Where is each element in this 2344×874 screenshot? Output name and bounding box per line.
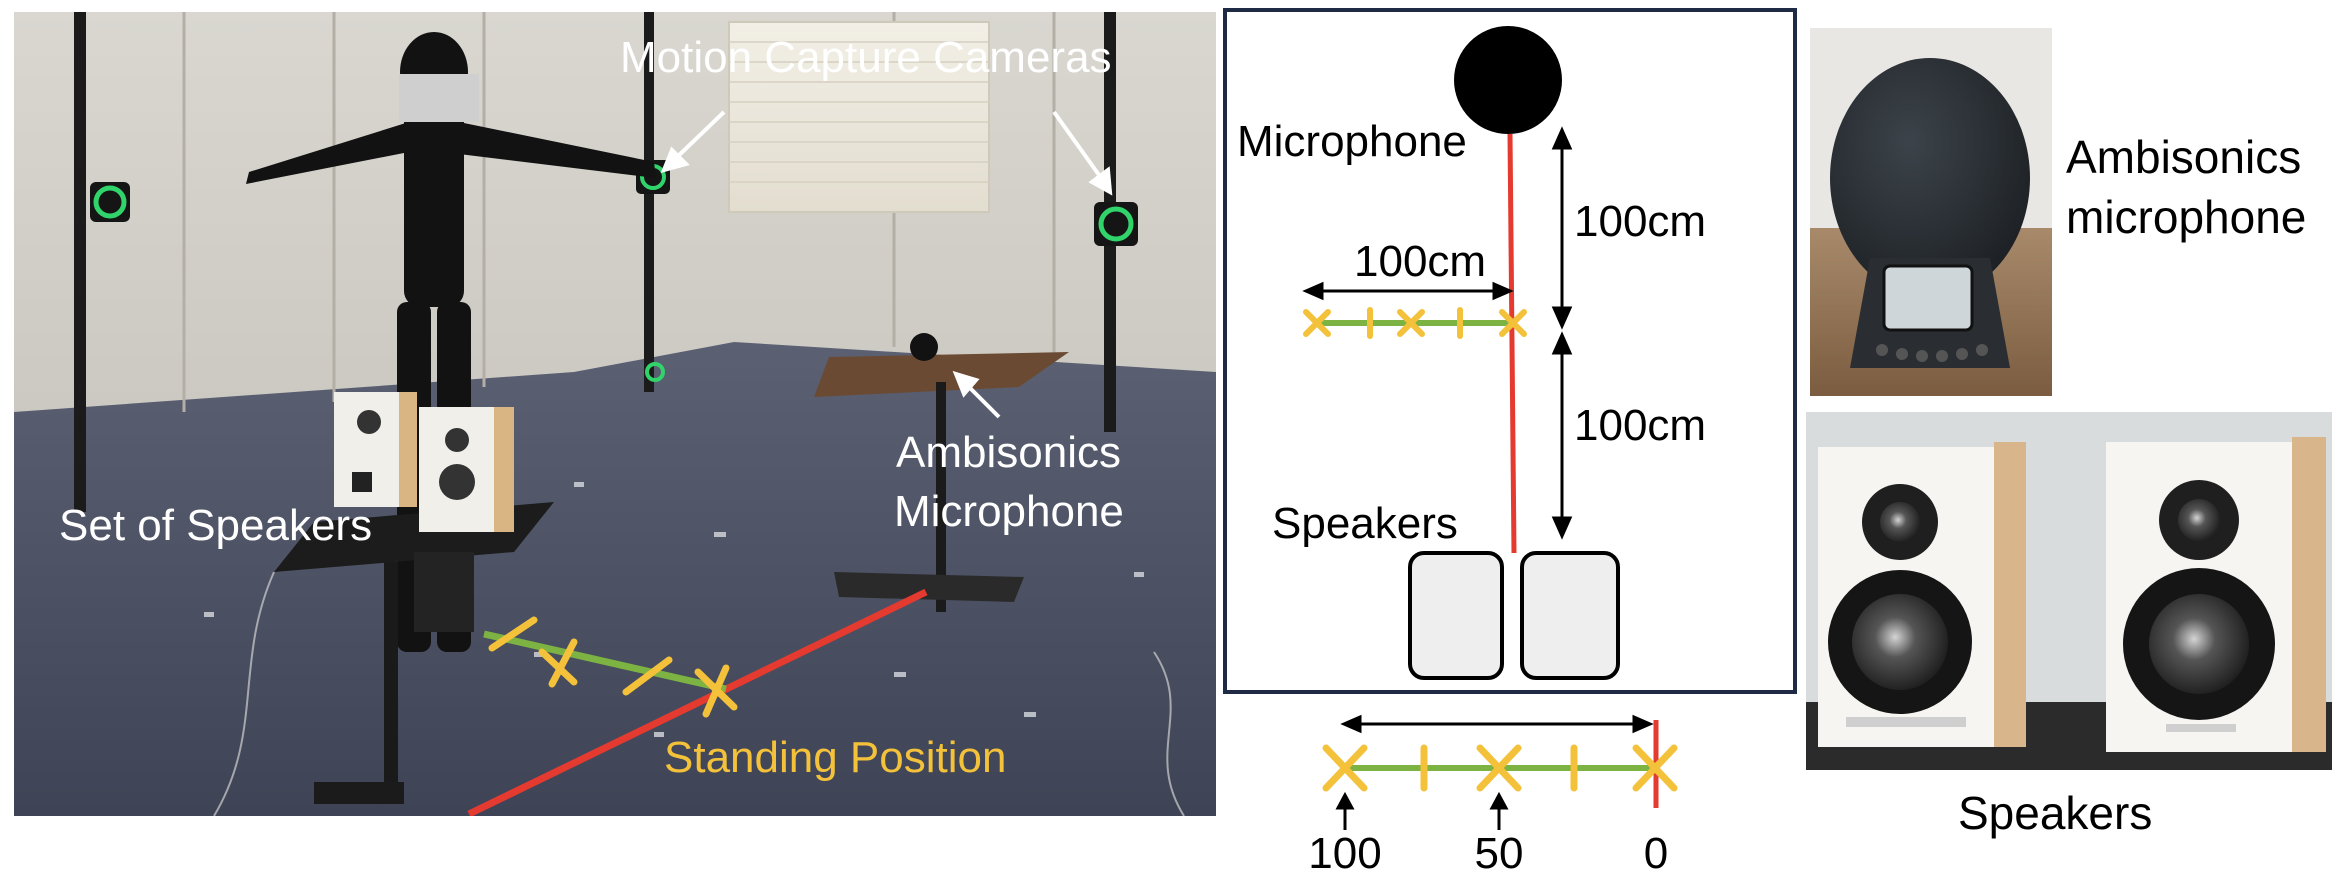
vertical-distance-arrow-lower bbox=[1551, 331, 1573, 540]
scale-tick-arrows bbox=[1335, 791, 1509, 830]
schematic-speakers-label: Speakers bbox=[1272, 499, 1458, 548]
dist-horizontal-label: 100cm bbox=[1354, 237, 1486, 286]
dist-lower-label: 100cm bbox=[1574, 401, 1706, 450]
window-blinds bbox=[728, 21, 990, 213]
room-photo: Motion Capture Cameras Ambisonics Microp… bbox=[14, 12, 1216, 816]
speaker-right-photo bbox=[419, 407, 514, 532]
dist-upper-label: 100cm bbox=[1574, 197, 1706, 246]
face-blur-box bbox=[399, 74, 479, 122]
label-standing-position: Standing Position bbox=[664, 733, 1006, 782]
red-reference-line bbox=[467, 588, 928, 816]
mic-photo-svg bbox=[1810, 28, 2052, 396]
annotation-arrows bbox=[660, 110, 1113, 419]
scale-tick-0: 0 bbox=[1644, 829, 1668, 874]
mic-buttons bbox=[1876, 344, 1988, 362]
motion-capture-camera-1 bbox=[90, 182, 130, 222]
schematic-svg: Microphone 100cm 100cm 100cm bbox=[1223, 8, 1797, 874]
schematic-markers bbox=[1303, 307, 1527, 339]
vertical-distance-arrow-upper bbox=[1551, 126, 1573, 330]
right-mic-label-line1: Ambisonics bbox=[2066, 131, 2302, 183]
mic-foam-ball bbox=[1830, 58, 2030, 298]
photo-speaker-right bbox=[2106, 437, 2326, 752]
floor bbox=[14, 342, 1216, 816]
scale-tick-100: 100 bbox=[1308, 829, 1381, 874]
right-speakers-label: Speakers bbox=[1958, 787, 2153, 839]
label-motion-capture-cameras: Motion Capture Cameras bbox=[620, 33, 1112, 82]
horizontal-distance-arrow bbox=[1302, 281, 1514, 301]
schematic-speaker-left bbox=[1408, 551, 1504, 680]
motion-capture-camera-3 bbox=[1094, 202, 1138, 246]
standing-position-line bbox=[483, 630, 727, 693]
scale-tick-50: 50 bbox=[1475, 829, 1524, 874]
speakers-photo bbox=[1806, 412, 2332, 770]
schematic-red-line bbox=[1507, 133, 1517, 554]
photo-speaker-left bbox=[1818, 442, 2026, 747]
schematic-microphone-label: Microphone bbox=[1237, 117, 1467, 166]
mic-display bbox=[1882, 264, 1974, 332]
label-ambisonics-line1: Ambisonics bbox=[896, 428, 1121, 477]
right-mic-label-line2: microphone bbox=[2066, 191, 2307, 243]
room-photo-svg: Motion Capture Cameras Ambisonics Microp… bbox=[14, 12, 1216, 816]
scale-markers bbox=[1322, 744, 1678, 792]
standing-markers bbox=[488, 616, 738, 718]
ambisonics-mic-photo bbox=[1810, 28, 2052, 396]
schematic-speaker-right bbox=[1520, 551, 1620, 680]
motion-capture-camera-4 bbox=[645, 362, 665, 382]
scale-arrow bbox=[1340, 714, 1654, 734]
label-ambisonics-line2: Microphone bbox=[894, 487, 1124, 536]
cables bbox=[213, 571, 1185, 816]
floor-tape-marks bbox=[204, 482, 1144, 737]
microphone-circle bbox=[1454, 26, 1562, 134]
speaker-left-photo bbox=[334, 392, 417, 507]
schematic-diagram: Microphone 100cm 100cm 100cm bbox=[1222, 8, 1822, 874]
speakers-photo-svg bbox=[1806, 412, 2332, 770]
microphone-stand-table bbox=[814, 333, 1069, 612]
label-set-of-speakers: Set of Speakers bbox=[59, 501, 372, 550]
